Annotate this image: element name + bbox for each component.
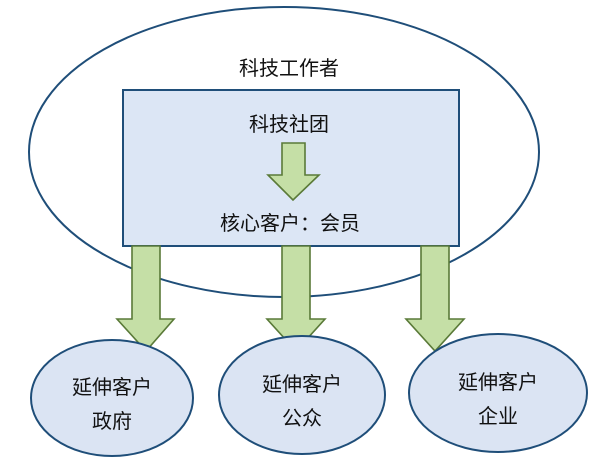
- node-government-line1: 延伸客户: [72, 375, 152, 399]
- node-enterprise-line1: 延伸客户: [458, 370, 538, 394]
- node-government-line2: 政府: [92, 409, 132, 433]
- down-arrow-enterprise: [404, 245, 466, 353]
- node-ellipse-government: [30, 339, 194, 457]
- inner-core-label: 核心客户：会员: [220, 211, 360, 235]
- node-ellipse-enterprise: [408, 333, 588, 453]
- node-public-line2: 公众: [282, 406, 322, 430]
- down-arrow-core: [266, 142, 321, 202]
- node-public-line1: 延伸客户: [262, 372, 342, 396]
- down-arrow-public: [265, 245, 327, 353]
- outer-label: 科技工作者: [239, 56, 339, 80]
- node-enterprise-line2: 企业: [478, 404, 518, 428]
- inner-title: 科技社团: [249, 112, 329, 136]
- down-arrow-government: [115, 245, 176, 353]
- node-ellipse-public: [218, 335, 386, 455]
